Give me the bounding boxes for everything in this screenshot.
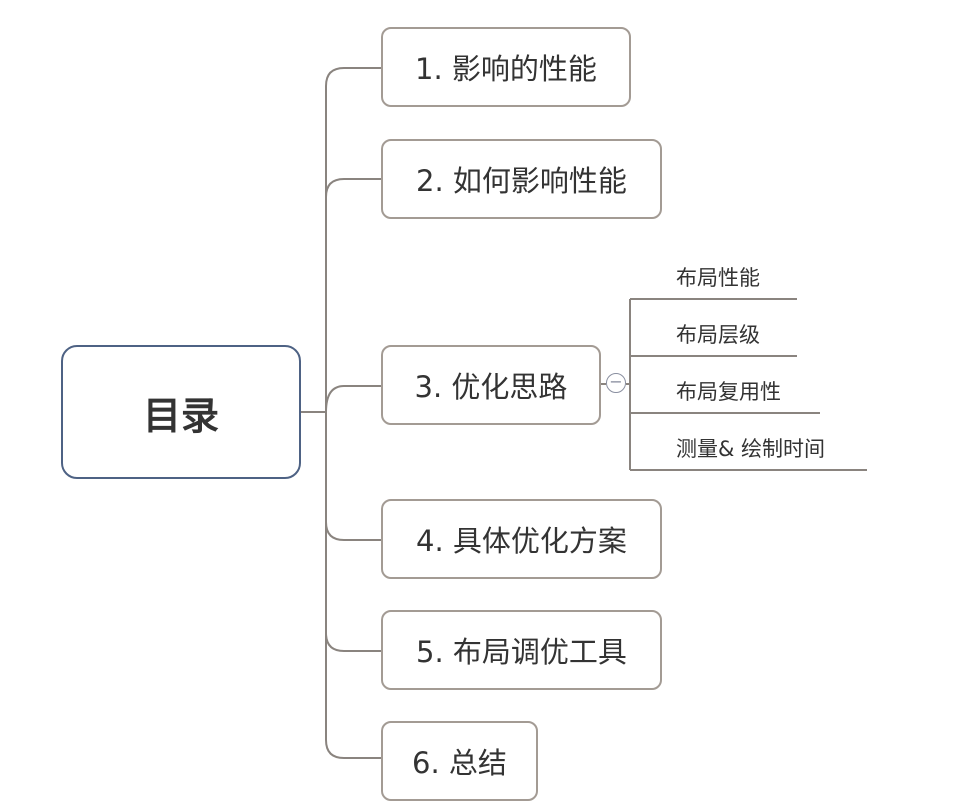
trunk-top [325,67,381,412]
branch-topic-4[interactable]: 4. 具体优化方案 [381,499,662,579]
root-topic[interactable]: 目录 [61,345,301,479]
branch-topic-2[interactable]: 2. 如何影响性能 [381,139,662,219]
sub-topic-1[interactable]: 布局性能 [676,266,760,290]
branch-connector-4 [325,521,381,541]
branch-topic-3[interactable]: 3. 优化思路 [381,345,601,425]
branch-connector-5 [325,632,381,652]
branch-connector-2 [325,178,381,198]
sub-topic-4[interactable]: 测量& 绘制时间 [676,437,826,461]
branch-topic-1[interactable]: 1. 影响的性能 [381,27,631,107]
branch-topic-5[interactable]: 5. 布局调优工具 [381,610,662,690]
sub-topic-2[interactable]: 布局层级 [676,323,760,347]
branch-topic-6[interactable]: 6. 总结 [381,721,538,801]
collapse-icon[interactable]: − [606,373,626,393]
sub-topic-3[interactable]: 布局复用性 [676,380,781,404]
branch-connector-3 [325,385,381,413]
trunk-bottom [325,412,381,759]
